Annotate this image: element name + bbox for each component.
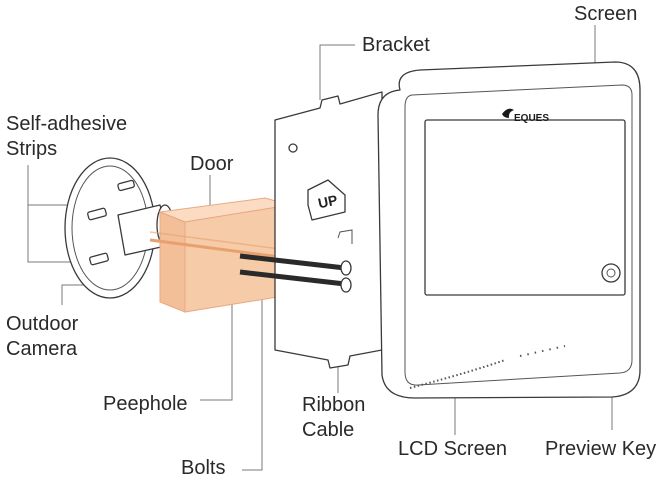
outdoor-camera [64, 157, 174, 299]
label-bracket: Bracket [362, 33, 430, 58]
label-peephole: Peephole [103, 392, 188, 417]
label-preview-key-text: Preview Key [545, 438, 657, 460]
label-outdoor-line1: Outdoor [6, 313, 79, 335]
label-screen: Screen [574, 2, 637, 27]
up-marking: UP [316, 192, 338, 212]
bolts [239, 253, 352, 293]
label-screen-text: Screen [574, 3, 638, 25]
label-bolts: Bolts [181, 456, 225, 481]
label-self-adhesive-line2: Strips [6, 138, 58, 160]
bracket-plate [274, 91, 383, 369]
label-self-adhesive-strips: Self-adhesive Strips [6, 112, 127, 162]
label-door-text: Door [190, 153, 234, 175]
label-peephole-text: Peephole [103, 393, 188, 415]
label-door: Door [190, 152, 233, 177]
label-bracket-text: Bracket [362, 34, 430, 56]
eques-logo-text: EQUES [514, 113, 549, 124]
label-lcd-screen: LCD Screen [398, 437, 507, 462]
label-lcd-screen-text: LCD Screen [398, 438, 507, 460]
label-ribbon-line1: Ribbon [302, 394, 366, 416]
label-ribbon-line2: Cable [302, 419, 355, 441]
label-ribbon-cable: Ribbon Cable [302, 393, 365, 443]
eques-logo: EQUES [502, 108, 549, 124]
label-outdoor-line2: Camera [6, 338, 78, 360]
label-self-adhesive-line1: Self-adhesive [6, 113, 128, 135]
label-outdoor-camera: Outdoor Camera [6, 312, 78, 362]
door-block [158, 197, 291, 313]
indoor-monitor [377, 61, 641, 399]
label-preview-key: Preview Key [545, 437, 656, 462]
label-bolts-text: Bolts [181, 457, 226, 479]
